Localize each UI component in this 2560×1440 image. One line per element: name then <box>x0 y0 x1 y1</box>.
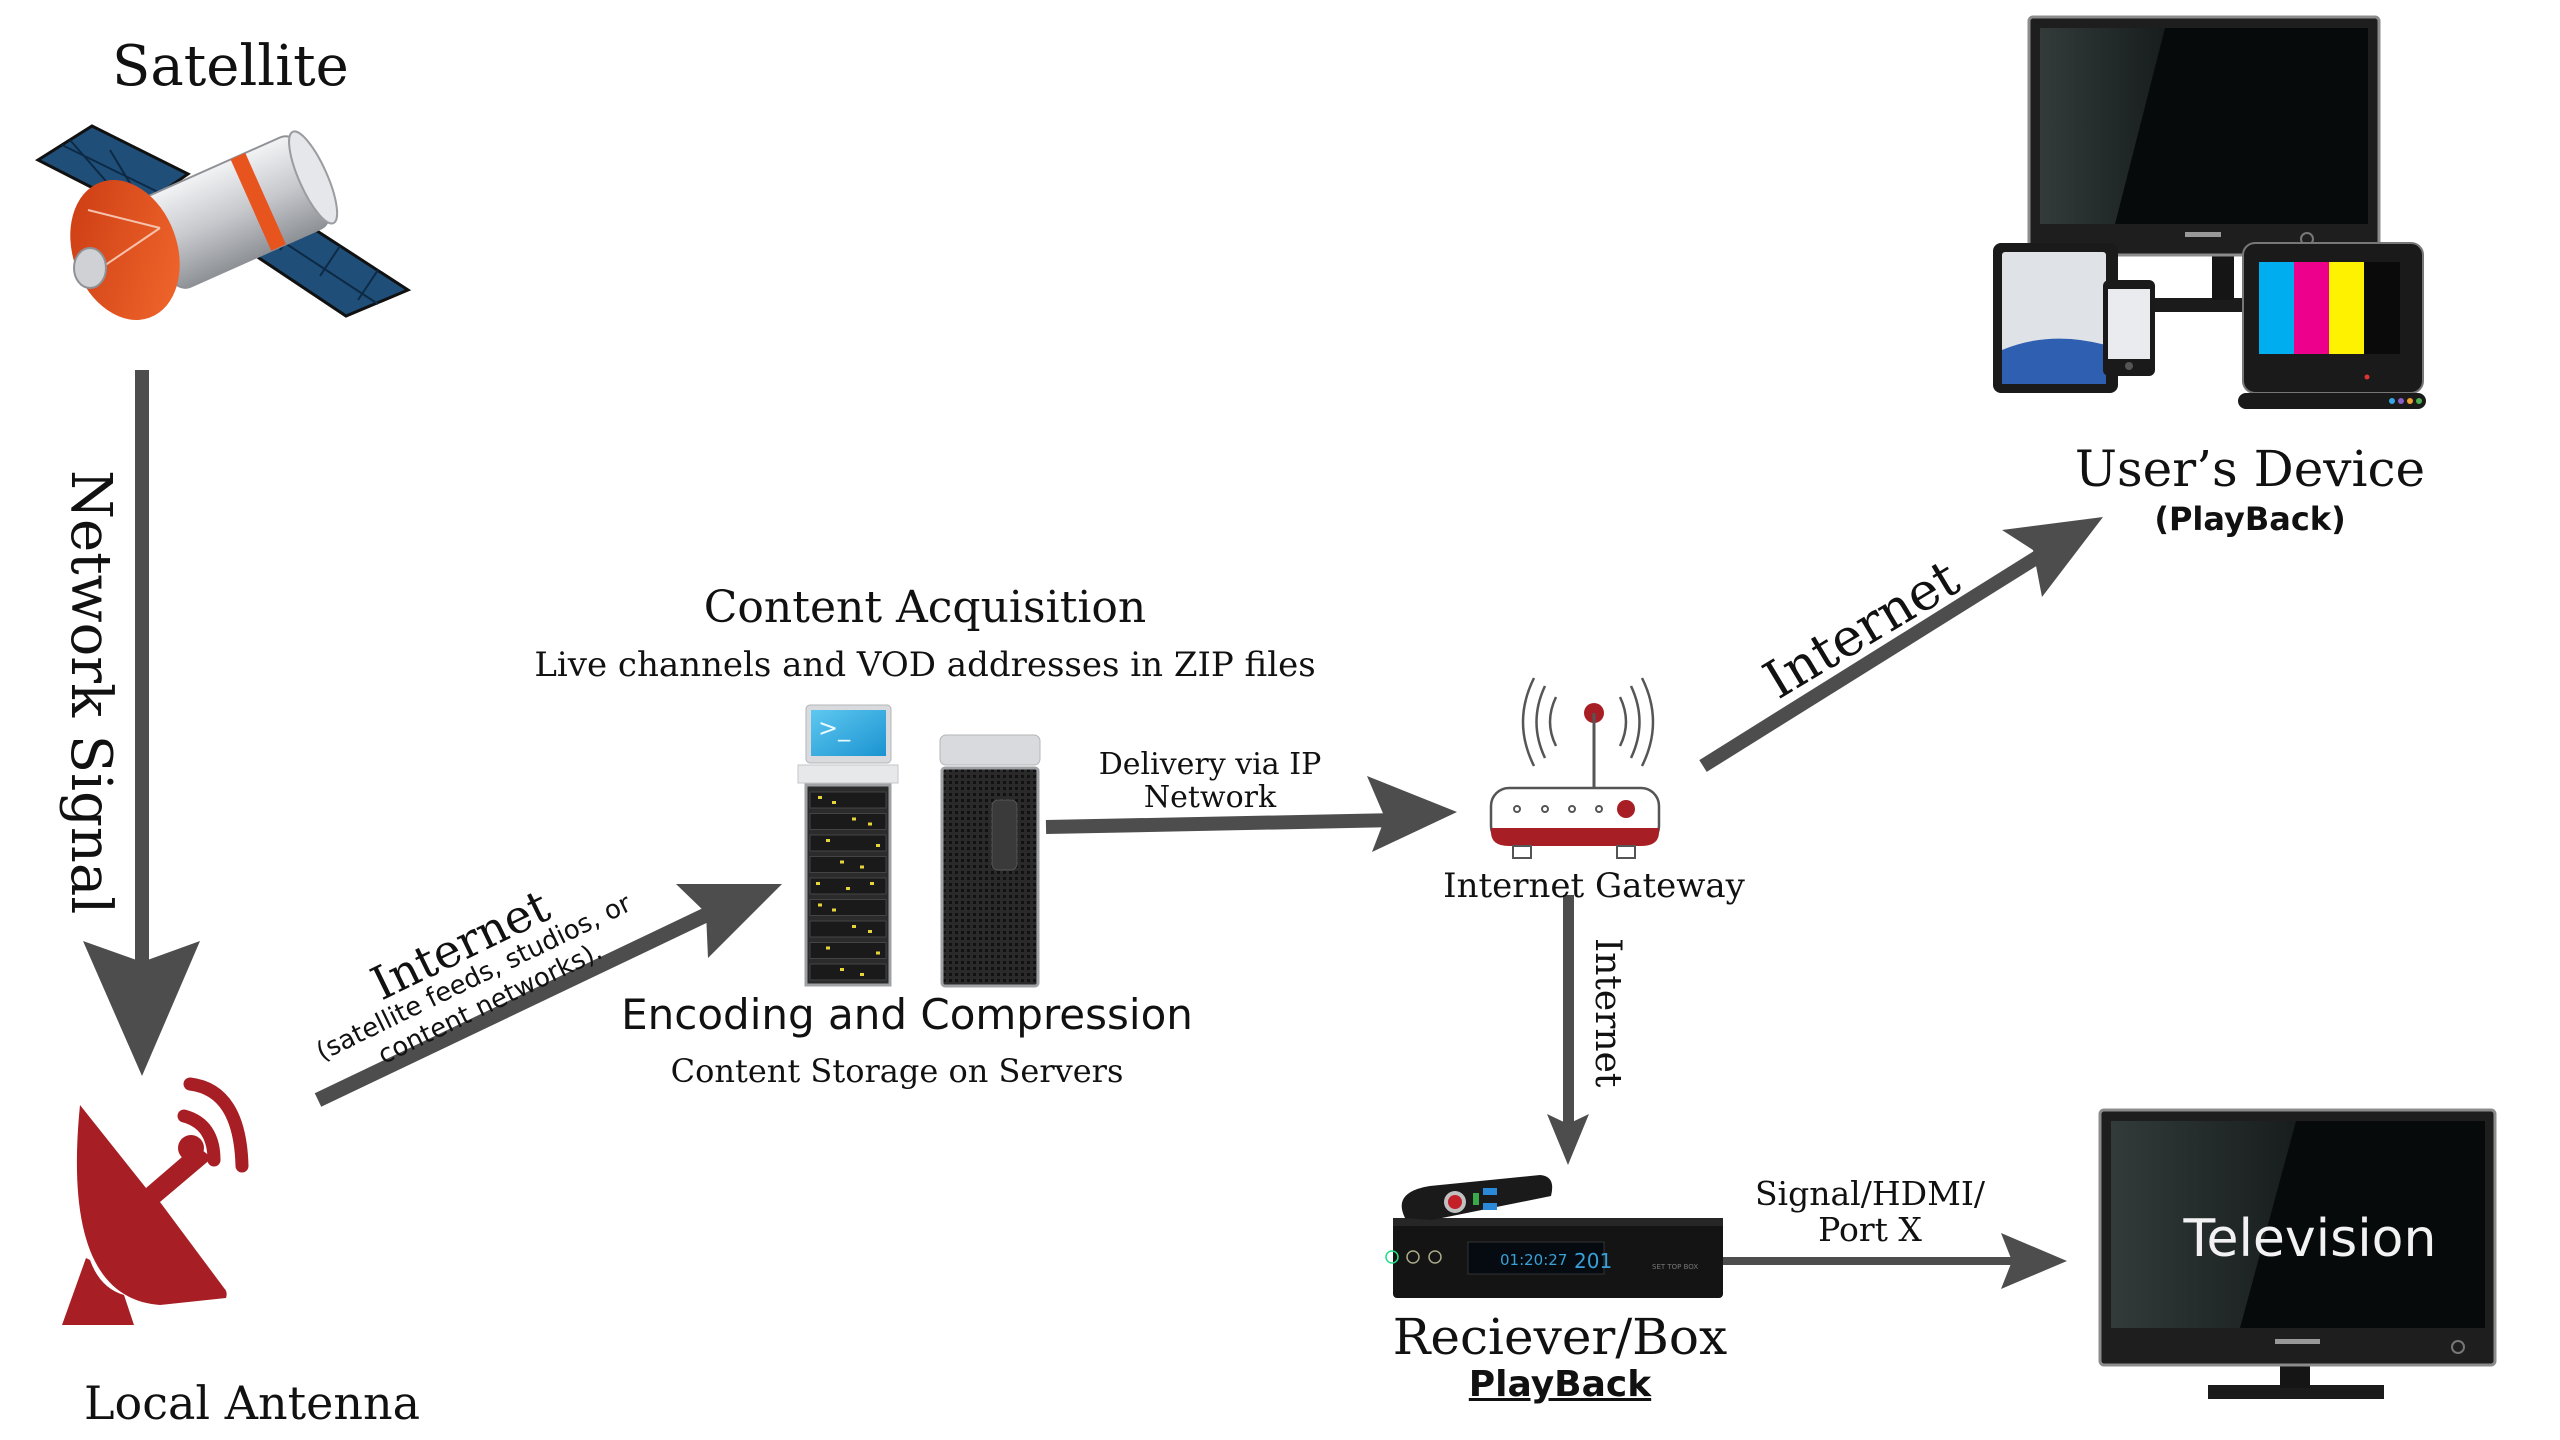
delivery-label: Delivery via IP Network <box>1060 748 1360 814</box>
arrow-shaft <box>314 906 714 1107</box>
tv-icon: Television <box>2098 1108 2497 1399</box>
rack-slot <box>809 877 887 895</box>
receiver-tv-edge-label-line1: Signal/HDMI/ <box>1754 1174 1986 1213</box>
tower-server <box>939 734 1041 988</box>
satellite-dish <box>70 180 180 320</box>
router-icon <box>1489 677 1661 859</box>
rack-leds <box>809 791 887 981</box>
dish-stand <box>62 1258 134 1325</box>
edge-gateway-to-receiver <box>1547 895 1589 1165</box>
acquisition-title: Content Acquisition <box>703 582 1147 633</box>
antenna-dish-icon <box>62 1077 249 1325</box>
set-top-box-icon: 01:20:27 201 SET TOP BOX <box>1385 1175 1723 1298</box>
remote-control-icon <box>1401 1175 1553 1220</box>
rack-slot <box>809 920 887 938</box>
delivery-label-line1: Delivery via IP <box>1098 747 1322 782</box>
receiver-sublabel: PlayBack <box>1468 1364 1652 1405</box>
rack-led <box>860 973 864 976</box>
rack-led <box>840 968 844 971</box>
rack-led <box>840 860 844 864</box>
signal-wave-large <box>183 1077 249 1173</box>
arrow-shaft <box>1563 895 1574 1140</box>
encoding-subtitle: Content Storage on Servers <box>670 1052 1124 1090</box>
arrow-shaft <box>1699 547 2048 772</box>
rack-led <box>868 822 872 826</box>
box-brand-text: SET TOP BOX <box>1652 1263 1698 1271</box>
arrow-head-right-icon <box>1367 776 1457 852</box>
edge-receiver-to-tv <box>1712 1233 2067 1289</box>
rack-slot <box>809 856 887 873</box>
rack-led <box>826 839 830 842</box>
signal-wave-small <box>177 1109 221 1167</box>
terminal-rack: >_ <box>797 704 899 987</box>
rack-led <box>876 844 880 847</box>
smartphone <box>2103 280 2155 376</box>
edge-delivery <box>1045 776 1457 852</box>
rack-slot <box>809 899 887 916</box>
network-signal-label: Network Signal <box>58 470 123 914</box>
dish-feed <box>178 1135 204 1161</box>
antenna-label: Local Antenna <box>84 1376 420 1430</box>
rack-led <box>818 796 822 799</box>
rack-led <box>816 882 820 885</box>
arrow-shaft <box>1045 813 1401 834</box>
laptop <box>2238 242 2426 409</box>
receiver-tv-edge-label-line2: Port X <box>1818 1210 1922 1249</box>
rack-slot <box>809 963 887 981</box>
rack-slot <box>809 942 887 959</box>
rack-slot <box>809 834 887 852</box>
arrow-head-icon <box>2002 517 2103 597</box>
acquisition-subtitle: Live channels and VOD addresses in ZIP f… <box>534 645 1316 685</box>
arrow-shaft <box>135 370 149 970</box>
arrow-shaft <box>1712 1257 2012 1265</box>
delivery-label-line2: Network <box>1143 780 1277 815</box>
arrow-head-down-icon <box>83 941 200 1076</box>
server-rack-icon: >_ <box>797 704 1041 988</box>
receiver-label: Reciever/Box <box>1392 1308 1728 1366</box>
rack-led <box>870 882 874 885</box>
tv-screen-label: Television <box>2183 1209 2437 1269</box>
rack-led <box>818 903 822 907</box>
satellite-label: Satellite <box>112 34 349 99</box>
box-display-channel: 201 <box>1574 1249 1612 1273</box>
rack-led <box>846 887 850 890</box>
gateway-receiver-edge-label: Internet <box>1587 938 1628 1088</box>
rack-led <box>868 930 872 933</box>
edge-gateway-to-user <box>1699 517 2103 772</box>
rack-led <box>876 951 880 955</box>
gateway-label: Internet Gateway <box>1443 866 1745 906</box>
rack-slot <box>809 791 887 809</box>
monitor <box>2027 15 2381 312</box>
edge-antenna-to-servers <box>314 884 782 1107</box>
receiver-tv-edge-label: Signal/HDMI/ Port X <box>1710 1176 2030 1248</box>
satellite-body <box>140 130 339 289</box>
arrow-head-down-icon <box>1547 1114 1589 1165</box>
tablet <box>1993 243 2118 393</box>
arrow-head-right-icon <box>2001 1233 2067 1289</box>
rack-led <box>832 908 836 912</box>
arrow-head-icon <box>676 884 782 958</box>
rack-led <box>852 817 856 821</box>
wifi-waves <box>1521 677 1655 767</box>
multi-device-icon <box>1993 15 2426 409</box>
satellite-icon <box>34 124 412 320</box>
rack-slot <box>809 813 887 830</box>
user-device-label: User’s Device <box>2074 440 2426 498</box>
rack-led <box>860 865 864 869</box>
user-device-sublabel: (PlayBack) <box>2154 500 2346 538</box>
terminal-prompt: >_ <box>818 714 851 742</box>
encoding-title: Encoding and Compression <box>621 990 1193 1039</box>
rack-led <box>826 946 830 950</box>
box-display-time: 01:20:27 <box>1500 1251 1567 1269</box>
rack-led <box>852 925 856 928</box>
rack-led <box>832 801 836 804</box>
edge-network-signal <box>83 370 200 1076</box>
